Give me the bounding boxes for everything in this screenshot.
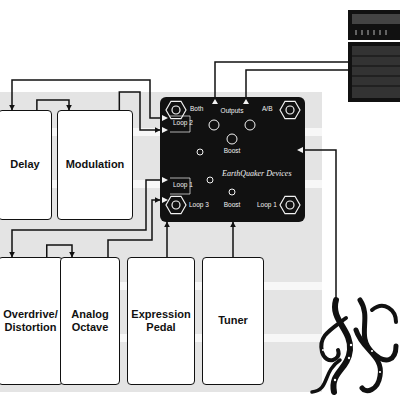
- pedal-box: Tuner: [202, 257, 264, 385]
- brand-name: EarthQuaker Devices: [222, 169, 292, 178]
- octopus-illustration: [312, 300, 396, 392]
- pedal-box: Delay: [0, 110, 52, 220]
- patch-cable: [37, 100, 69, 110]
- patch-cable: [166, 222, 168, 257]
- control-label: Boost: [224, 202, 241, 209]
- patch-cable: [232, 222, 234, 257]
- pedal-name: Tuner: [218, 314, 248, 327]
- control-label: Both: [190, 106, 203, 113]
- patch-cable: [47, 245, 72, 257]
- pedal-box: Overdrive/ Distortion: [0, 257, 63, 385]
- pedal-box: Expression Pedal: [127, 257, 195, 385]
- control-label: Loop 2: [173, 120, 193, 127]
- footswitches: [166, 101, 300, 213]
- control-label: Outputs: [221, 108, 244, 115]
- knobs: [197, 120, 255, 195]
- pedal-name: Expression Pedal: [131, 308, 190, 334]
- control-label: Loop 1: [173, 182, 193, 189]
- control-label: Loop 3: [189, 202, 209, 209]
- pedal-name: Delay: [10, 158, 39, 171]
- pedal-name: Analog Octave: [65, 308, 115, 334]
- pedal-name: Overdrive/ Distortion: [3, 308, 58, 334]
- pedal-box: Analog Octave: [60, 257, 120, 385]
- control-label: Boost: [224, 148, 241, 155]
- pedal-name: Modulation: [66, 158, 125, 171]
- jack-markers: [162, 99, 303, 203]
- control-label: Loop 1: [257, 202, 277, 209]
- pedal-box: Modulation: [57, 110, 133, 220]
- amplifier: [348, 10, 400, 102]
- control-label: A/B: [262, 106, 272, 113]
